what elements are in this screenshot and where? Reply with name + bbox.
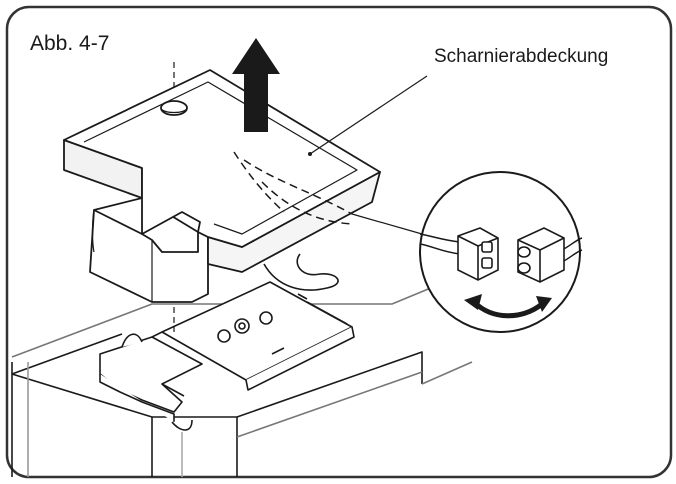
rotate-arrow-icon <box>464 294 552 319</box>
dashed-guides <box>233 151 353 225</box>
callout-dot <box>308 152 312 156</box>
cable <box>263 253 339 291</box>
callout-label: Scharnierabdeckung <box>434 46 609 67</box>
connector-icon <box>457 227 499 281</box>
figure-label: Abb. 4-7 <box>30 32 110 55</box>
callout-leader <box>309 75 428 155</box>
figure-frame: Abb. 4-7 Scharnierabdeckung <box>2 2 673 479</box>
connector-mate-icon <box>517 227 565 283</box>
hinge-bracket <box>99 281 355 431</box>
hinge-cover <box>63 69 381 303</box>
lift-arrow-icon <box>232 38 280 132</box>
connector-detail <box>351 171 583 333</box>
detail-leader <box>351 213 423 235</box>
